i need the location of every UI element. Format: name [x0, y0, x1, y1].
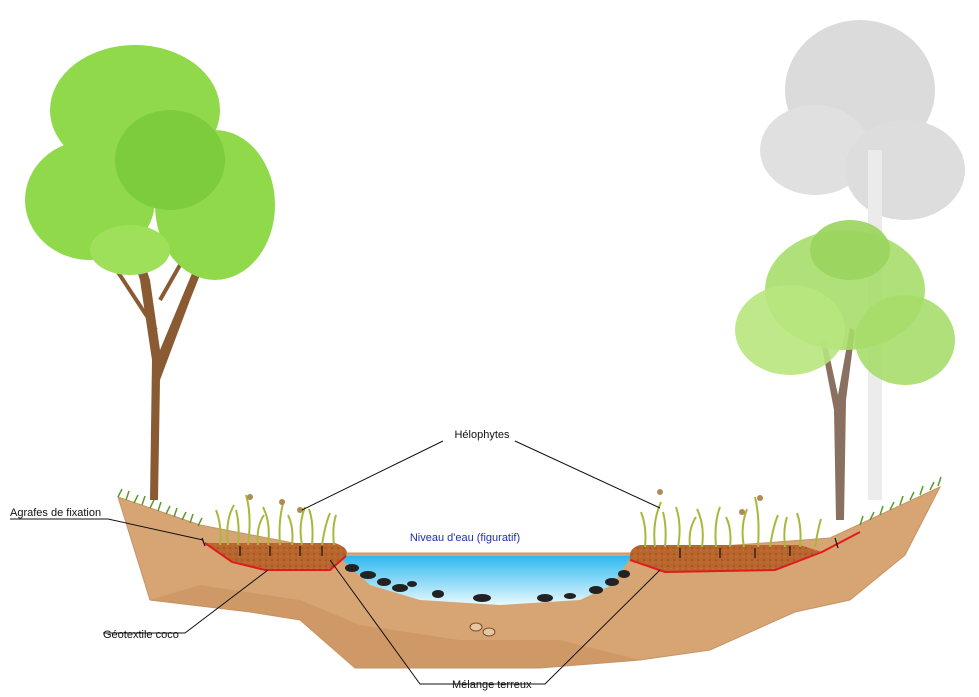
- water-body: [338, 556, 632, 605]
- label-helophytes: Hélophytes: [454, 429, 510, 441]
- terreux-mix-right: [629, 531, 861, 574]
- label-agrafes: Agrafes de fixation: [10, 507, 101, 519]
- bank-grass: [117, 476, 942, 527]
- label-geotextile: Géotextile coco: [103, 629, 179, 641]
- riverbed-stones: [345, 564, 630, 602]
- label-water-level: Niveau d'eau (figuratif): [410, 532, 520, 544]
- leader-lines: [10, 440, 661, 685]
- helophytes-right: [640, 489, 822, 548]
- left-tree: [25, 45, 275, 500]
- helophytes-left: [215, 494, 337, 546]
- label-melange: Mélange terreux: [452, 679, 532, 691]
- fixation-staples: [201, 537, 839, 558]
- right-tree: [735, 220, 955, 520]
- buried-pebbles: [469, 622, 496, 637]
